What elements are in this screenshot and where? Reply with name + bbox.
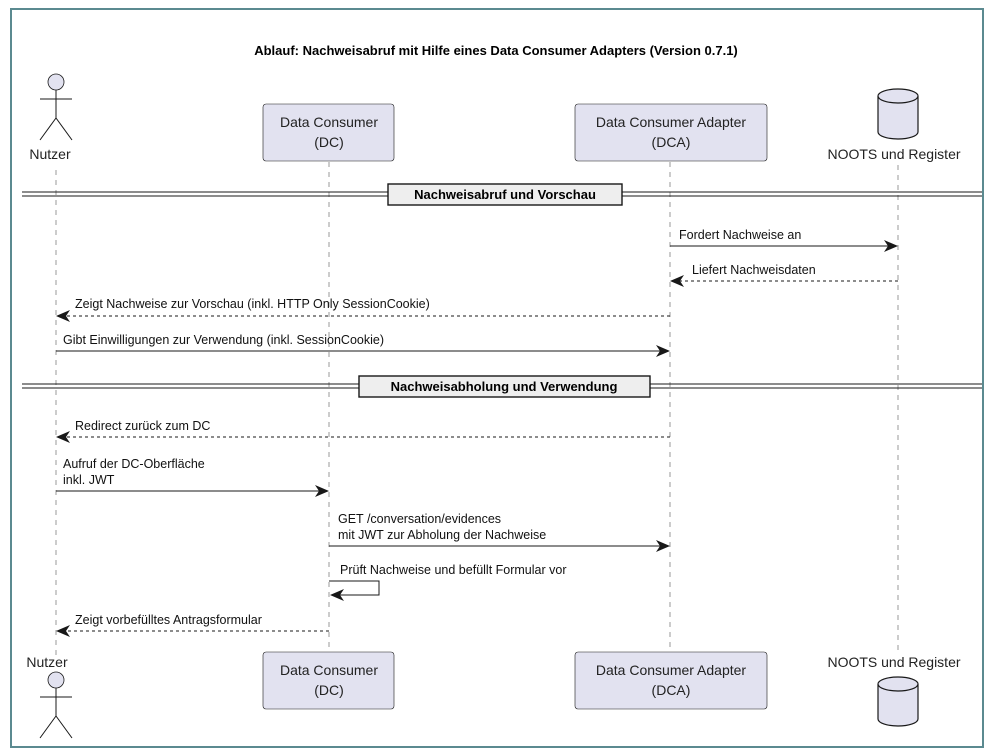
message-label-line2: mit JWT zur Abholung der Nachweise bbox=[338, 528, 546, 542]
participant-dc-bottom: Data Consumer (DC) bbox=[262, 651, 395, 710]
actor-leg-right bbox=[55, 715, 73, 739]
message-label: Zeigt Nachweise zur Vorschau (inkl. HTTP… bbox=[75, 297, 430, 311]
actor-user-label-top: Nutzer bbox=[29, 146, 71, 162]
message-label: Zeigt vorbefülltes Antragsformular bbox=[75, 613, 262, 627]
arrowhead-icon bbox=[656, 540, 670, 552]
divider-box bbox=[358, 375, 651, 398]
arrowhead-icon bbox=[330, 589, 344, 601]
database-icon-lid-bottom bbox=[877, 676, 919, 692]
participant-dc-label2-top: (DC) bbox=[314, 134, 344, 150]
diagram-title: Ablauf: Nachweisabruf mit Hilfe eines Da… bbox=[254, 43, 738, 58]
arrowhead-icon bbox=[56, 625, 70, 637]
divider-retrieval: Nachweisabholung und Verwendung bbox=[22, 375, 982, 398]
participant-dca-bottom: Data Consumer Adapter (DCA) bbox=[574, 651, 768, 710]
actor-user-label-bottom: Nutzer bbox=[26, 654, 68, 670]
message-deliver-evidence: Liefert Nachweisdaten bbox=[670, 263, 898, 287]
arrowhead-icon bbox=[884, 240, 898, 252]
actor-leg-left bbox=[39, 117, 57, 141]
participant-dc-box-bottom bbox=[262, 651, 395, 710]
message-self-check: Prüft Nachweise und befüllt Formular vor bbox=[329, 563, 566, 601]
message-label: Redirect zurück zum DC bbox=[75, 419, 210, 433]
participant-dca-label2-top: (DCA) bbox=[652, 134, 691, 150]
database-noots-bottom: NOOTS und Register bbox=[827, 654, 961, 727]
message-give-consent: Gibt Einwilligungen zur Verwendung (inkl… bbox=[56, 333, 670, 357]
participant-dca-label2-bottom: (DCA) bbox=[652, 682, 691, 698]
actor-user-top: Nutzer bbox=[29, 73, 73, 162]
participant-dca-label1-top: Data Consumer Adapter bbox=[596, 114, 747, 130]
database-icon-bottom bbox=[877, 684, 919, 727]
participant-dca-box-bottom bbox=[574, 651, 768, 710]
message-show-form: Zeigt vorbefülltes Antragsformular bbox=[56, 613, 329, 637]
message-get-evidences: GET /conversation/evidences mit JWT zur … bbox=[329, 512, 670, 552]
actor-leg-right bbox=[55, 117, 73, 141]
message-label: Liefert Nachweisdaten bbox=[692, 263, 816, 277]
actor-head-icon bbox=[47, 73, 65, 91]
message-show-preview: Zeigt Nachweise zur Vorschau (inkl. HTTP… bbox=[56, 297, 670, 322]
message-self-arrow bbox=[329, 580, 380, 596]
arrowhead-icon bbox=[315, 485, 329, 497]
divider-box bbox=[387, 183, 623, 206]
arrowhead-icon bbox=[670, 275, 684, 287]
participant-dca-label1-bottom: Data Consumer Adapter bbox=[596, 662, 747, 678]
participant-dc-top: Data Consumer (DC) bbox=[262, 103, 395, 162]
database-noots-label-top: NOOTS und Register bbox=[827, 146, 960, 162]
database-icon-top bbox=[877, 96, 919, 140]
arrowhead-icon bbox=[656, 345, 670, 357]
message-label: Gibt Einwilligungen zur Verwendung (inkl… bbox=[63, 333, 384, 347]
actor-leg-left bbox=[39, 715, 57, 739]
divider-label: Nachweisabholung und Verwendung bbox=[391, 379, 618, 394]
message-call-dc-ui: Aufruf der DC-Oberfläche inkl. JWT bbox=[56, 457, 329, 497]
participant-dc-label2-bottom: (DC) bbox=[314, 682, 344, 698]
actor-user-bottom: Nutzer bbox=[26, 654, 73, 739]
arrowhead-icon bbox=[56, 310, 70, 322]
divider-preview: Nachweisabruf und Vorschau bbox=[22, 183, 982, 206]
message-redirect: Redirect zurück zum DC bbox=[56, 419, 670, 443]
participant-dc-label1-top: Data Consumer bbox=[280, 114, 378, 130]
message-label-line2: inkl. JWT bbox=[63, 473, 115, 487]
participant-dc-box-top bbox=[262, 103, 395, 162]
participant-dc-label1-bottom: Data Consumer bbox=[280, 662, 378, 678]
database-noots-top: NOOTS und Register bbox=[827, 88, 961, 162]
database-noots-label-bottom: NOOTS und Register bbox=[827, 654, 960, 670]
message-label: Prüft Nachweise und befüllt Formular vor bbox=[340, 563, 566, 577]
participant-dca-box-top bbox=[574, 103, 768, 162]
message-label: Fordert Nachweise an bbox=[679, 228, 801, 242]
message-label-line1: Aufruf der DC-Oberfläche bbox=[63, 457, 205, 471]
database-icon-lid-top bbox=[877, 88, 919, 104]
participant-dca-top: Data Consumer Adapter (DCA) bbox=[574, 103, 768, 162]
message-label-line1: GET /conversation/evidences bbox=[338, 512, 501, 526]
message-request-evidence: Fordert Nachweise an bbox=[670, 228, 898, 252]
divider-label: Nachweisabruf und Vorschau bbox=[414, 187, 596, 202]
actor-head-icon bbox=[47, 671, 65, 689]
arrowhead-icon bbox=[56, 431, 70, 443]
